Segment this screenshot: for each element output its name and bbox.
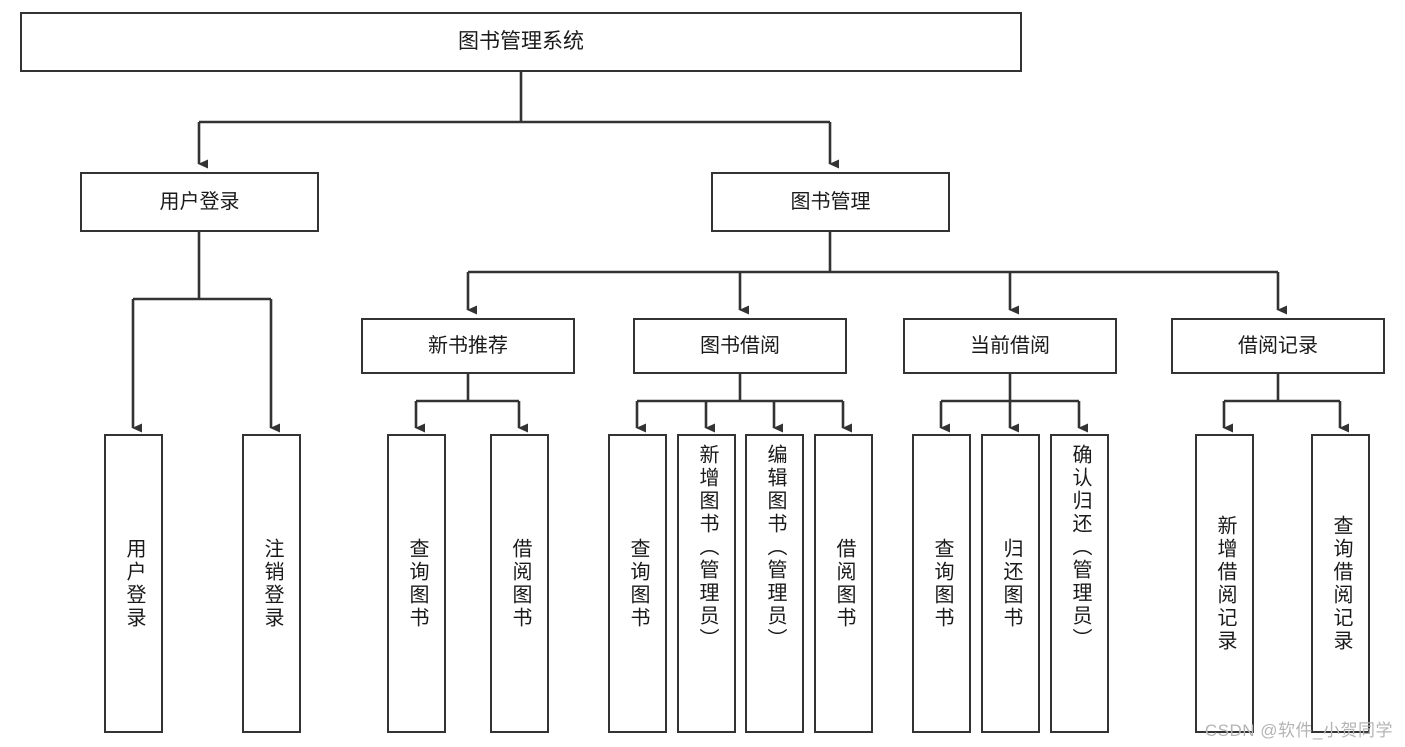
node-leaf-confirm-return-admin[interactable]: 确认归还（管理员） bbox=[1050, 434, 1109, 733]
node-book-management[interactable]: 图书管理 bbox=[711, 172, 950, 232]
node-leaf-query-book-borrow[interactable]: 查询图书 bbox=[608, 434, 667, 733]
node-leaf-query-book-recommend-label: 查询图书 bbox=[406, 537, 428, 630]
node-leaf-borrow-book-borrow[interactable]: 借阅图书 bbox=[814, 434, 873, 733]
node-root-system-label: 图书管理系统 bbox=[458, 30, 584, 54]
node-leaf-borrow-book-recommend[interactable]: 借阅图书 bbox=[490, 434, 549, 733]
node-user-login-label: 用户登录 bbox=[159, 190, 240, 213]
node-new-book-recommend-label: 新书推荐 bbox=[428, 334, 508, 357]
node-leaf-borrow-book-borrow-label: 借阅图书 bbox=[833, 537, 855, 630]
node-leaf-query-book-borrow-label: 查询图书 bbox=[627, 537, 649, 630]
node-leaf-query-book-current-label: 查询图书 bbox=[931, 537, 953, 630]
node-book-borrow[interactable]: 图书借阅 bbox=[633, 318, 847, 374]
node-user-login[interactable]: 用户登录 bbox=[80, 172, 319, 232]
node-leaf-add-book-admin[interactable]: 新增图书（管理员） bbox=[677, 434, 736, 733]
node-current-borrow-label: 当前借阅 bbox=[970, 334, 1050, 357]
node-current-borrow[interactable]: 当前借阅 bbox=[903, 318, 1117, 374]
node-leaf-borrow-book-recommend-label: 借阅图书 bbox=[509, 537, 531, 630]
node-root-system[interactable]: 图书管理系统 bbox=[20, 12, 1022, 72]
node-leaf-user-login-label: 用户登录 bbox=[123, 537, 145, 630]
node-leaf-query-book-current[interactable]: 查询图书 bbox=[912, 434, 971, 733]
node-leaf-query-borrow-record[interactable]: 查询借阅记录 bbox=[1311, 434, 1370, 733]
node-leaf-query-borrow-record-label: 查询借阅记录 bbox=[1330, 514, 1352, 653]
node-book-borrow-label: 图书借阅 bbox=[700, 334, 780, 357]
node-leaf-user-login[interactable]: 用户登录 bbox=[104, 434, 163, 733]
node-leaf-edit-book-admin[interactable]: 编辑图书（管理员） bbox=[745, 434, 804, 733]
node-leaf-add-borrow-record[interactable]: 新增借阅记录 bbox=[1195, 434, 1254, 733]
node-leaf-edit-book-admin-label: 编辑图书（管理员） bbox=[764, 444, 786, 651]
node-leaf-return-book-label: 归还图书 bbox=[1000, 537, 1022, 630]
node-leaf-logout[interactable]: 注销登录 bbox=[242, 434, 301, 733]
node-leaf-add-book-admin-label: 新增图书（管理员） bbox=[696, 444, 718, 651]
node-leaf-logout-label: 注销登录 bbox=[261, 537, 283, 630]
node-leaf-query-book-recommend[interactable]: 查询图书 bbox=[387, 434, 446, 733]
node-borrow-record[interactable]: 借阅记录 bbox=[1171, 318, 1385, 374]
node-book-management-label: 图书管理 bbox=[790, 190, 871, 213]
node-leaf-confirm-return-admin-label: 确认归还（管理员） bbox=[1069, 444, 1091, 651]
node-borrow-record-label: 借阅记录 bbox=[1238, 334, 1318, 357]
node-leaf-add-borrow-record-label: 新增借阅记录 bbox=[1214, 514, 1236, 653]
node-new-book-recommend[interactable]: 新书推荐 bbox=[361, 318, 575, 374]
node-leaf-return-book[interactable]: 归还图书 bbox=[981, 434, 1040, 733]
